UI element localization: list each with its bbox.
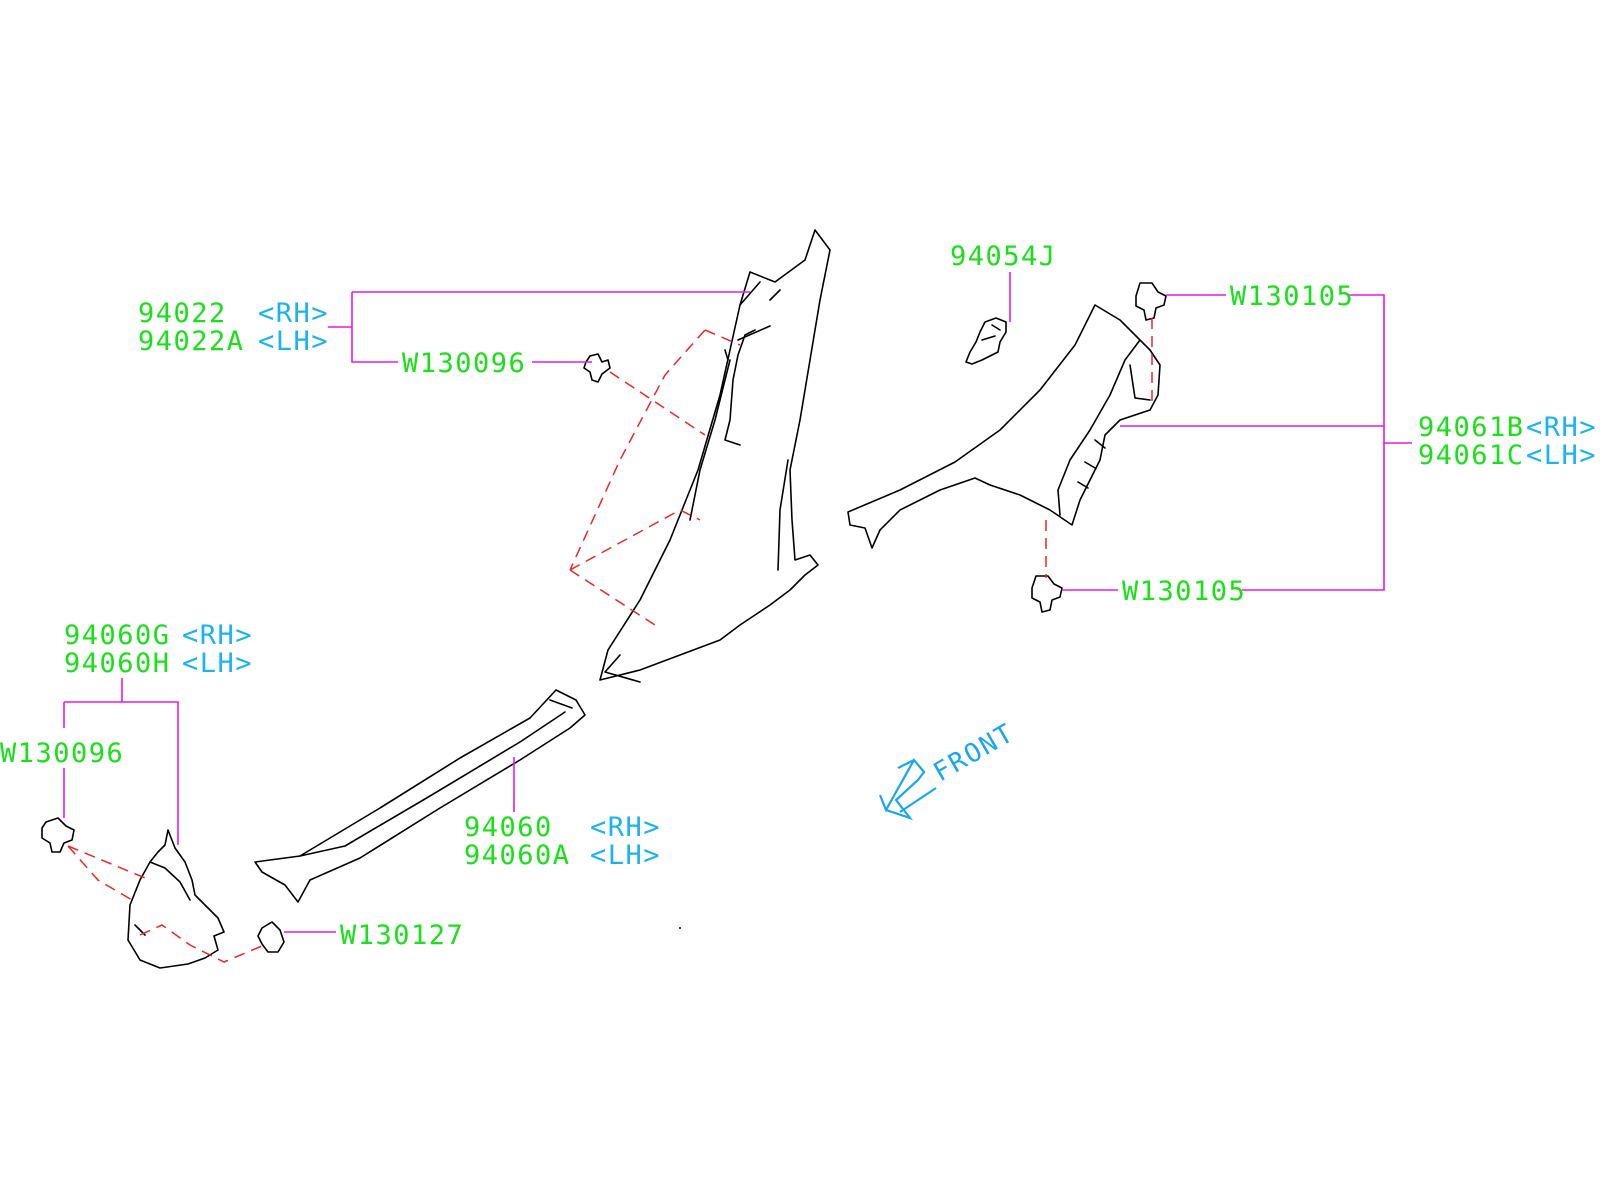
- dashed-mounting-lines: [67, 318, 1153, 963]
- sill-inner: [299, 699, 573, 857]
- center-pillar-outline: [599, 229, 831, 681]
- label-94060g: 94060G: [64, 620, 171, 651]
- leader-lines: [63, 272, 1412, 933]
- side-sill-trim: [254, 689, 586, 903]
- trim-94054j: [965, 317, 1007, 365]
- rear-trim-outline: [847, 304, 1161, 549]
- front-arrow: FRONT: [878, 718, 1020, 821]
- front-label: FRONT: [929, 718, 1020, 788]
- label-94060g-rh: <RH>: [182, 620, 253, 651]
- kick-panel: [127, 829, 225, 969]
- label-94022a: 94022A: [138, 326, 245, 357]
- sill-outline: [254, 689, 586, 903]
- label-w130105-top: W130105: [1230, 281, 1354, 312]
- clip-kick-icon: [41, 817, 75, 853]
- label-94061c-lh: <LH>: [1526, 440, 1597, 471]
- label-w130105-bottom: W130105: [1122, 576, 1246, 607]
- front-arrow-icon: [878, 758, 937, 821]
- clip-upper-w130096-icon: [583, 353, 611, 383]
- label-94061b-rh: <RH>: [1526, 412, 1597, 443]
- label-w130096-kick: W130096: [0, 738, 124, 769]
- rear-trim-inner: [1057, 339, 1151, 516]
- label-94060: 94060: [464, 812, 553, 843]
- label-94022: 94022: [138, 298, 227, 329]
- label-w130127: W130127: [340, 920, 464, 951]
- clip-rear-top-icon: [1135, 282, 1167, 321]
- label-94022-rh: <RH>: [258, 298, 329, 329]
- label-94060h-lh: <LH>: [182, 648, 253, 679]
- center-pillar-trim: [599, 229, 831, 683]
- rear-quarter-trim: [847, 304, 1161, 549]
- label-94060h: 94060H: [64, 648, 171, 679]
- clip-sill-w130127-icon: [257, 921, 285, 953]
- label-94061c: 94061C: [1418, 440, 1525, 471]
- label-94060a-lh: <LH>: [590, 840, 661, 871]
- label-94022a-lh: <LH>: [258, 326, 329, 357]
- stray-dot: [679, 927, 681, 929]
- center-pillar-edge: [724, 289, 781, 361]
- label-94061b: 94061B: [1418, 412, 1525, 443]
- label-w130096-upper: W130096: [402, 348, 526, 379]
- part-labels: 94022 <RH> 94022A <LH> W130096 94054J W1…: [0, 241, 1597, 951]
- label-94060-rh: <RH>: [590, 812, 661, 843]
- label-94060a: 94060A: [464, 840, 571, 871]
- center-pillar-inner: [604, 281, 789, 683]
- label-94054j: 94054J: [950, 241, 1057, 272]
- clip-rear-bottom-icon: [1031, 575, 1063, 613]
- kick-panel-outline: [127, 829, 225, 969]
